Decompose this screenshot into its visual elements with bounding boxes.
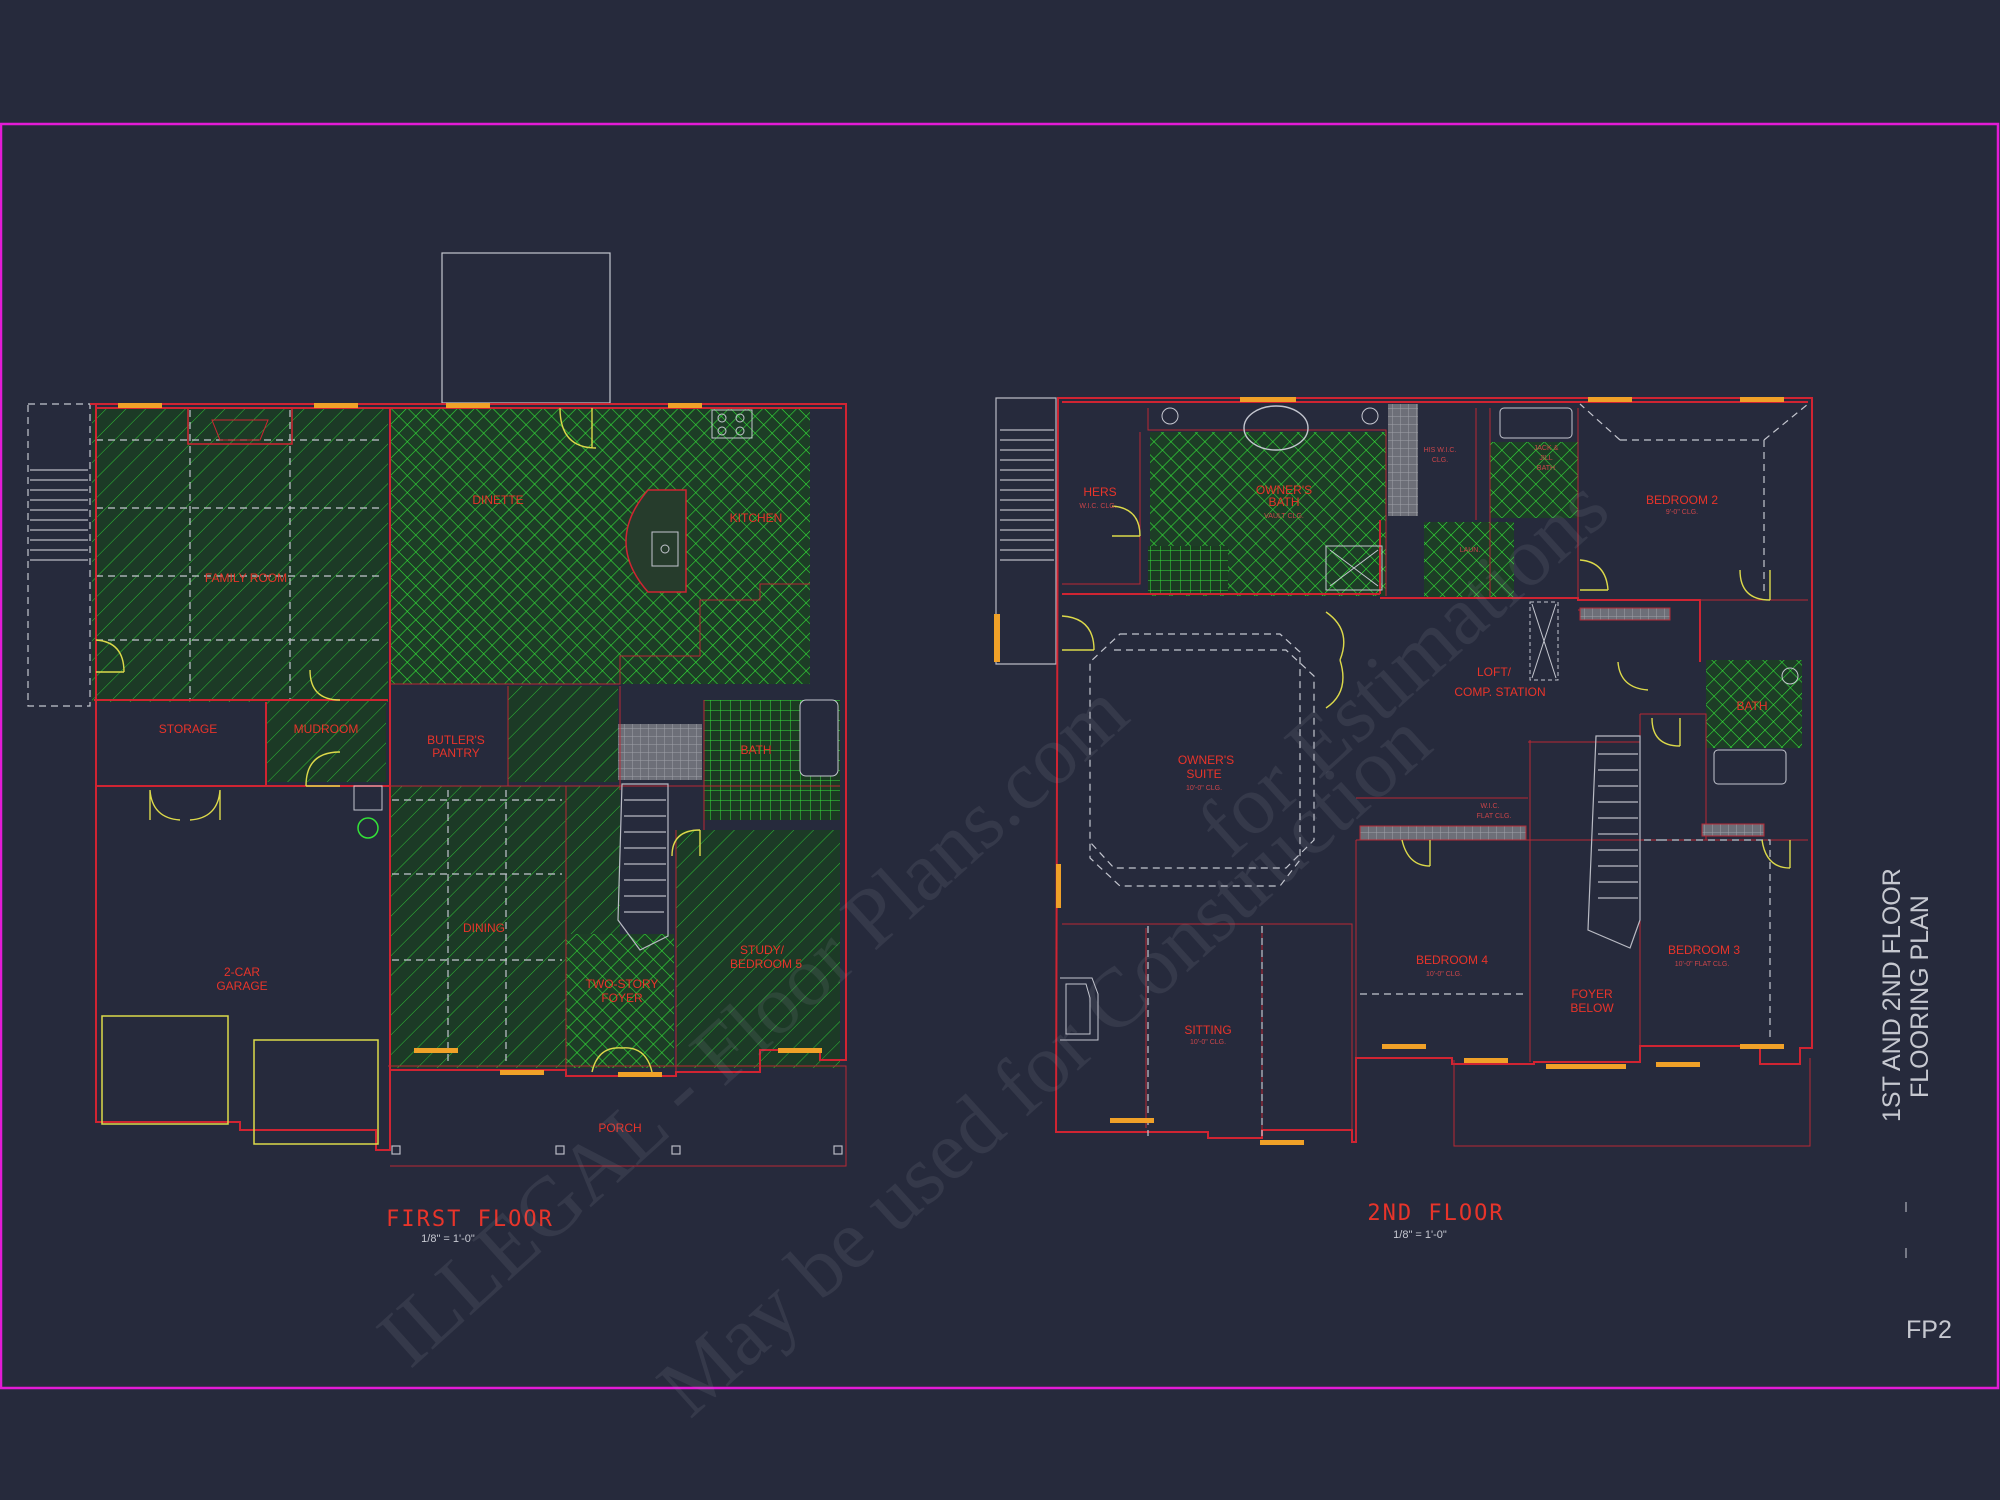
exterior-stairs-right xyxy=(994,397,1057,665)
sheet-title-line-2: FLOORING PLAN xyxy=(1906,895,1934,1098)
second-floor-scale: 1/8" = 1'-0" xyxy=(1393,1229,1447,1241)
foyer-flooring xyxy=(566,934,674,1068)
label-laundry: LAUN. xyxy=(1460,547,1481,554)
study-flooring xyxy=(676,830,840,1068)
label-sitting-1: SITTING xyxy=(1184,1023,1231,1037)
owners-shower-icon xyxy=(1325,545,1383,591)
label-bedroom3-1: BEDROOM 3 xyxy=(1668,943,1740,957)
jack-jill-flooring xyxy=(1490,442,1578,518)
sink-his-icon xyxy=(1361,407,1379,425)
first-floor-scale: 1/8" = 1'-0" xyxy=(421,1233,475,1245)
label-study-1: STUDY/ xyxy=(740,943,785,957)
label-butlers-1: BUTLER'S xyxy=(427,733,485,747)
label-his-1: HIS W.I.C. xyxy=(1424,447,1457,454)
second-floor-title: 2ND FLOOR xyxy=(1367,1201,1504,1226)
label-owners-bath-2: BATH xyxy=(1268,495,1299,509)
label-jack-2: JILL xyxy=(1539,455,1552,462)
interior-stairs-second xyxy=(1587,735,1641,949)
label-wic-2: FLAT CLG. xyxy=(1477,813,1512,820)
first-floor-plan: FAMILY ROOM DINETTE KITCHEN STORAGE MUDR… xyxy=(27,252,847,1245)
label-bedroom2-1: BEDROOM 2 xyxy=(1646,493,1718,507)
laundry-flooring xyxy=(1424,522,1514,598)
sink-hers-icon xyxy=(1161,407,1179,425)
label-owners-suite-2: SUITE xyxy=(1186,767,1221,781)
kitchen-island xyxy=(625,489,687,593)
first-floor-title: FIRST FLOOR xyxy=(386,1207,554,1232)
label-wic-1: W.I.C. xyxy=(1480,803,1499,810)
owners-suite-tray-ceiling xyxy=(1089,633,1301,887)
label-bedroom3-2: 10'-0" FLAT CLG. xyxy=(1675,961,1730,968)
label-sitting-2: 10'-0" CLG. xyxy=(1190,1039,1226,1046)
label-family-room: FAMILY ROOM xyxy=(205,571,287,585)
hvac-unit-icon xyxy=(357,817,379,839)
label-bedroom4-1: BEDROOM 4 xyxy=(1416,953,1488,967)
label-loft-2: COMP. STATION xyxy=(1454,685,1545,699)
label-first-bath: BATH xyxy=(740,743,771,757)
label-hers-1: HERS xyxy=(1083,485,1116,499)
mudroom-flooring xyxy=(266,702,386,782)
fireplace-icon xyxy=(187,407,293,445)
label-dining: DINING xyxy=(463,921,505,935)
label-porch: PORCH xyxy=(598,1121,641,1135)
cooktop-icon xyxy=(711,409,753,439)
label-garage-1: 2-CAR xyxy=(224,965,260,979)
title-block: 1ST AND 2ND FLOOR FLOORING PLAN FP2 xyxy=(1878,868,1952,1344)
sitting-fireplace-icon xyxy=(1060,977,1099,1041)
label-foyer-1: TWO-STORY xyxy=(586,977,659,991)
first-floor-tub xyxy=(799,699,839,777)
hall-flooring xyxy=(566,786,620,934)
label-jack-1: JACK & xyxy=(1534,445,1559,452)
label-dinette: DINETTE xyxy=(472,493,523,507)
sheet-number: FP2 xyxy=(1906,1316,1952,1344)
rear-deck-outline xyxy=(441,252,611,404)
label-kitchen: KITCHEN xyxy=(730,511,783,525)
label-butlers-2: PANTRY xyxy=(432,746,480,760)
kitchen-flooring xyxy=(390,408,810,684)
owners-tub-icon xyxy=(1243,405,1309,451)
label-foyer-below-1: FOYER xyxy=(1571,987,1613,1001)
label-mudroom: MUDROOM xyxy=(294,722,359,736)
family-room-flooring xyxy=(92,408,388,702)
label-storage: STORAGE xyxy=(159,722,217,736)
label-jack-3: BATH xyxy=(1537,465,1555,472)
label-bedroom4-2: 10'-0" CLG. xyxy=(1426,971,1462,978)
water-heater xyxy=(353,785,383,811)
bath2-flooring xyxy=(1706,660,1802,748)
sheet-border xyxy=(0,122,2000,1390)
label-owners-suite-3: 10'-0" CLG. xyxy=(1186,785,1222,792)
label-garage-2: GARAGE xyxy=(216,979,267,993)
second-floor-plan: HERS W.I.C. CLG. OWNER'S BATH VAULT CLG.… xyxy=(994,397,1813,1241)
garage-door-right xyxy=(253,1039,379,1145)
owners-shower-flooring xyxy=(1148,546,1228,594)
label-foyer-2: FOYER xyxy=(601,991,643,1005)
bath2-tub xyxy=(1713,749,1787,785)
label-owners-suite-1: OWNER'S xyxy=(1178,753,1234,767)
sheet-title-line-1: 1ST AND 2ND FLOOR xyxy=(1878,868,1906,1122)
dining-flooring xyxy=(390,786,566,1068)
label-second-bath: BATH xyxy=(1736,699,1767,713)
bath-entry-flooring xyxy=(618,724,702,780)
exterior-stairs-left xyxy=(27,403,91,707)
label-owners-bath-1: OWNER'S xyxy=(1256,483,1312,497)
pantry-flooring xyxy=(508,686,618,782)
jack-jill-tub xyxy=(1499,407,1573,439)
label-study-2: BEDROOM 5 xyxy=(730,957,802,971)
garage-door-left xyxy=(101,1015,229,1125)
label-bedroom2-2: 9'-0" CLG. xyxy=(1666,509,1698,516)
loft-chase xyxy=(1529,601,1559,681)
label-his-2: CLG. xyxy=(1432,457,1448,464)
his-wic-strip xyxy=(1388,404,1418,516)
label-hers-2: W.I.C. CLG. xyxy=(1079,503,1116,510)
interior-stairs-first xyxy=(617,783,669,951)
label-owners-bath-3: VAULT CLG. xyxy=(1264,513,1304,520)
label-loft-1: LOFT/ xyxy=(1477,665,1512,679)
label-foyer-below-2: BELOW xyxy=(1570,1001,1614,1015)
